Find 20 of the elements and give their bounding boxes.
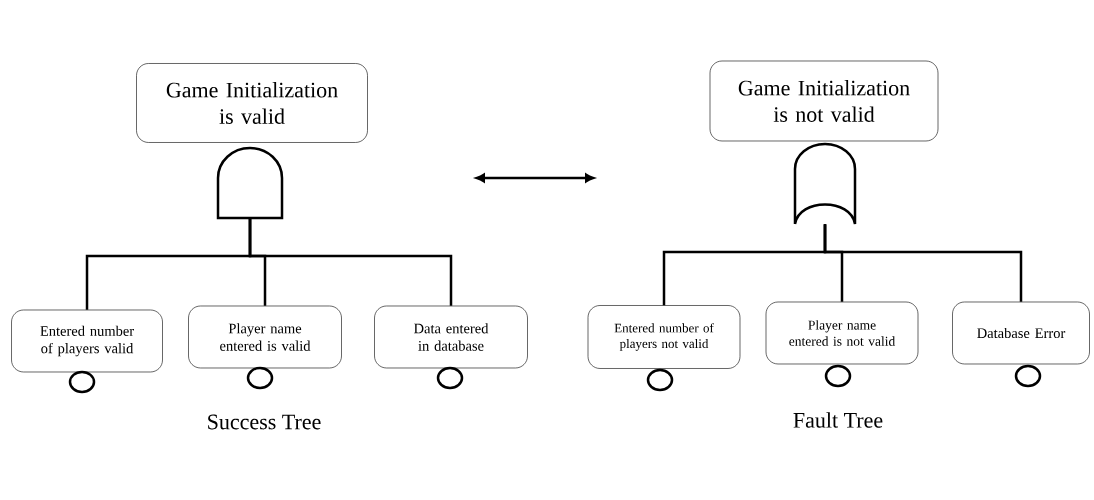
or-gate-symbol bbox=[793, 142, 857, 226]
basic-event-circle bbox=[246, 366, 274, 390]
event-box: Data entered in database bbox=[374, 305, 528, 369]
and-gate-symbol bbox=[216, 146, 284, 220]
basic-event-circle bbox=[436, 366, 464, 390]
connector-line bbox=[248, 218, 453, 306]
basic-event-circle bbox=[1014, 364, 1042, 388]
event-box: Game Initialization is valid bbox=[136, 63, 368, 143]
tree-caption: Success Tree bbox=[208, 414, 321, 430]
event-box: Player name entered is valid bbox=[188, 305, 342, 369]
event-box: Database Error bbox=[952, 301, 1090, 365]
event-box: Entered number of players valid bbox=[11, 309, 163, 373]
basic-event-circle bbox=[646, 368, 674, 392]
event-box: Player name entered is not valid bbox=[765, 301, 919, 365]
event-box: Game Initialization is not valid bbox=[709, 60, 939, 142]
basic-event-circle bbox=[824, 364, 852, 388]
event-box: Entered number of players not valid bbox=[587, 305, 741, 369]
tree-caption: Fault Tree bbox=[793, 412, 883, 428]
connector-line bbox=[823, 224, 1023, 302]
basic-event-circle bbox=[68, 370, 96, 394]
